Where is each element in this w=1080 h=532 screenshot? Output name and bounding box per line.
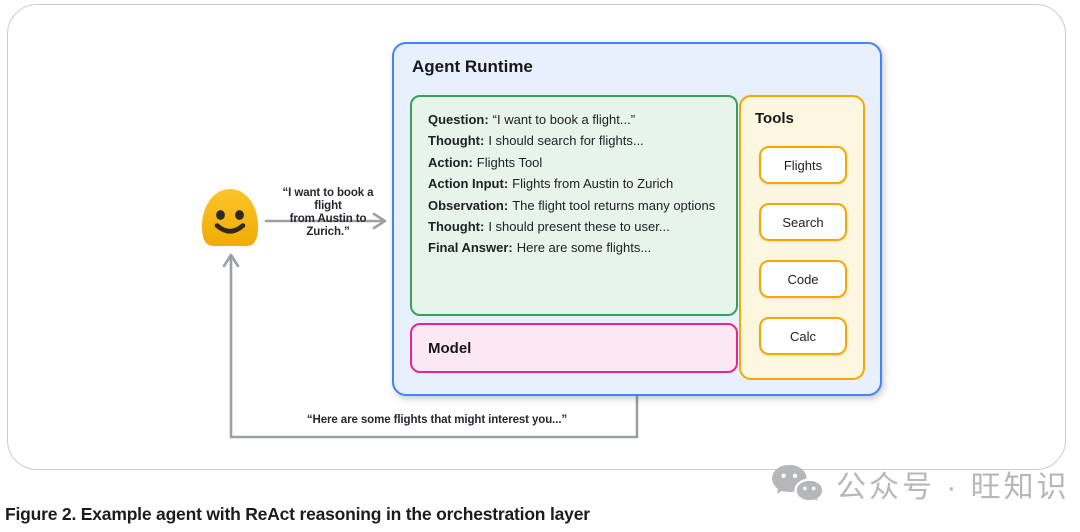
react-line-action-input: Action Input:Flights from Austin to Zuri…: [428, 176, 674, 192]
model-box: Model: [410, 323, 738, 373]
tools-title: Tools: [755, 110, 794, 127]
request-message-line1: “I want to book a flight: [282, 187, 374, 212]
tool-button-flights: Flights: [759, 146, 847, 184]
tool-button-calc: Calc: [759, 317, 847, 355]
react-line-thought-1: Thought:I should search for flights...: [428, 133, 644, 149]
tools-box: Tools Flights Search Code Calc: [739, 95, 865, 380]
react-line-thought-2: Thought:I should present these to user..…: [428, 219, 670, 235]
react-line-action: Action:Flights Tool: [428, 154, 543, 170]
tool-button-search: Search: [759, 203, 847, 241]
request-message-label: “I want to book a flight from Austin to …: [270, 187, 386, 239]
react-line-final-answer: Final Answer:Here are some flights...: [428, 240, 652, 256]
tool-button-code: Code: [759, 260, 847, 298]
model-label: Model: [428, 339, 472, 357]
request-message-line2: from Austin to Zurich.”: [289, 213, 367, 238]
agent-runtime-title: Agent Runtime: [412, 57, 533, 76]
agent-runtime-box: Agent Runtime Question:“I want to book a…: [392, 42, 882, 396]
react-line-question: Question:“I want to book a flight...”: [428, 112, 636, 127]
watermark-text: 公众号 · 旺知识: [836, 471, 1070, 504]
react-trace-box: Question:“I want to book a flight...” Th…: [410, 95, 738, 316]
response-message-label: “Here are some flights that might intere…: [306, 414, 568, 426]
wechat-icon: [772, 464, 825, 506]
watermark: 公众号 · 旺知识: [768, 462, 1070, 506]
react-line-observation: Observation:The flight tool returns many…: [428, 197, 716, 213]
figure-caption: Figure 2. Example agent with ReAct reaso…: [5, 504, 590, 524]
user-smiley-icon: [202, 189, 258, 246]
